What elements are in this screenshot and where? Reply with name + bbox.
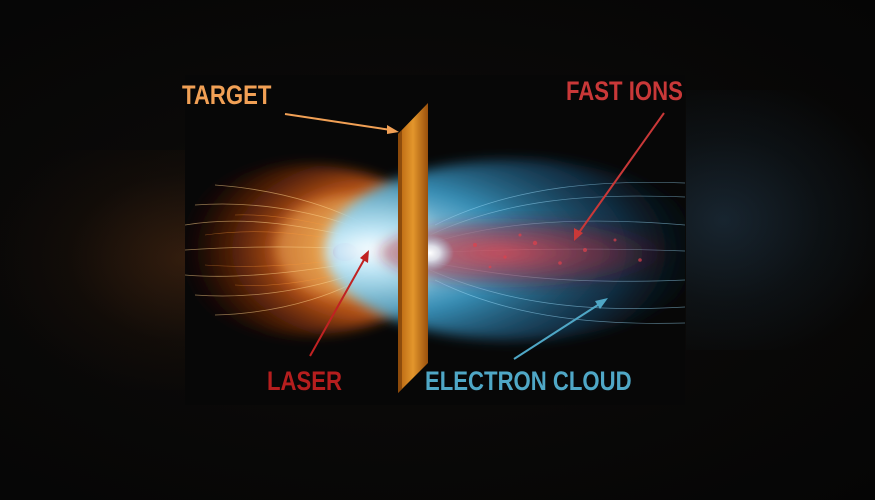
fast-ions-beam <box>380 218 680 288</box>
laser-label: LASER <box>267 366 343 396</box>
target-plate <box>398 103 428 393</box>
simulation-graphic <box>185 103 685 393</box>
target-plate-edge <box>398 130 402 393</box>
simulation-panel <box>185 75 685 405</box>
electron-cloud-label: ELECTRON CLOUD <box>425 366 632 396</box>
left-glow-backdrop <box>0 150 185 390</box>
fast-ions-label: FAST IONS <box>566 76 683 106</box>
right-glow-backdrop <box>686 90 875 350</box>
target-label: TARGET <box>182 80 272 110</box>
